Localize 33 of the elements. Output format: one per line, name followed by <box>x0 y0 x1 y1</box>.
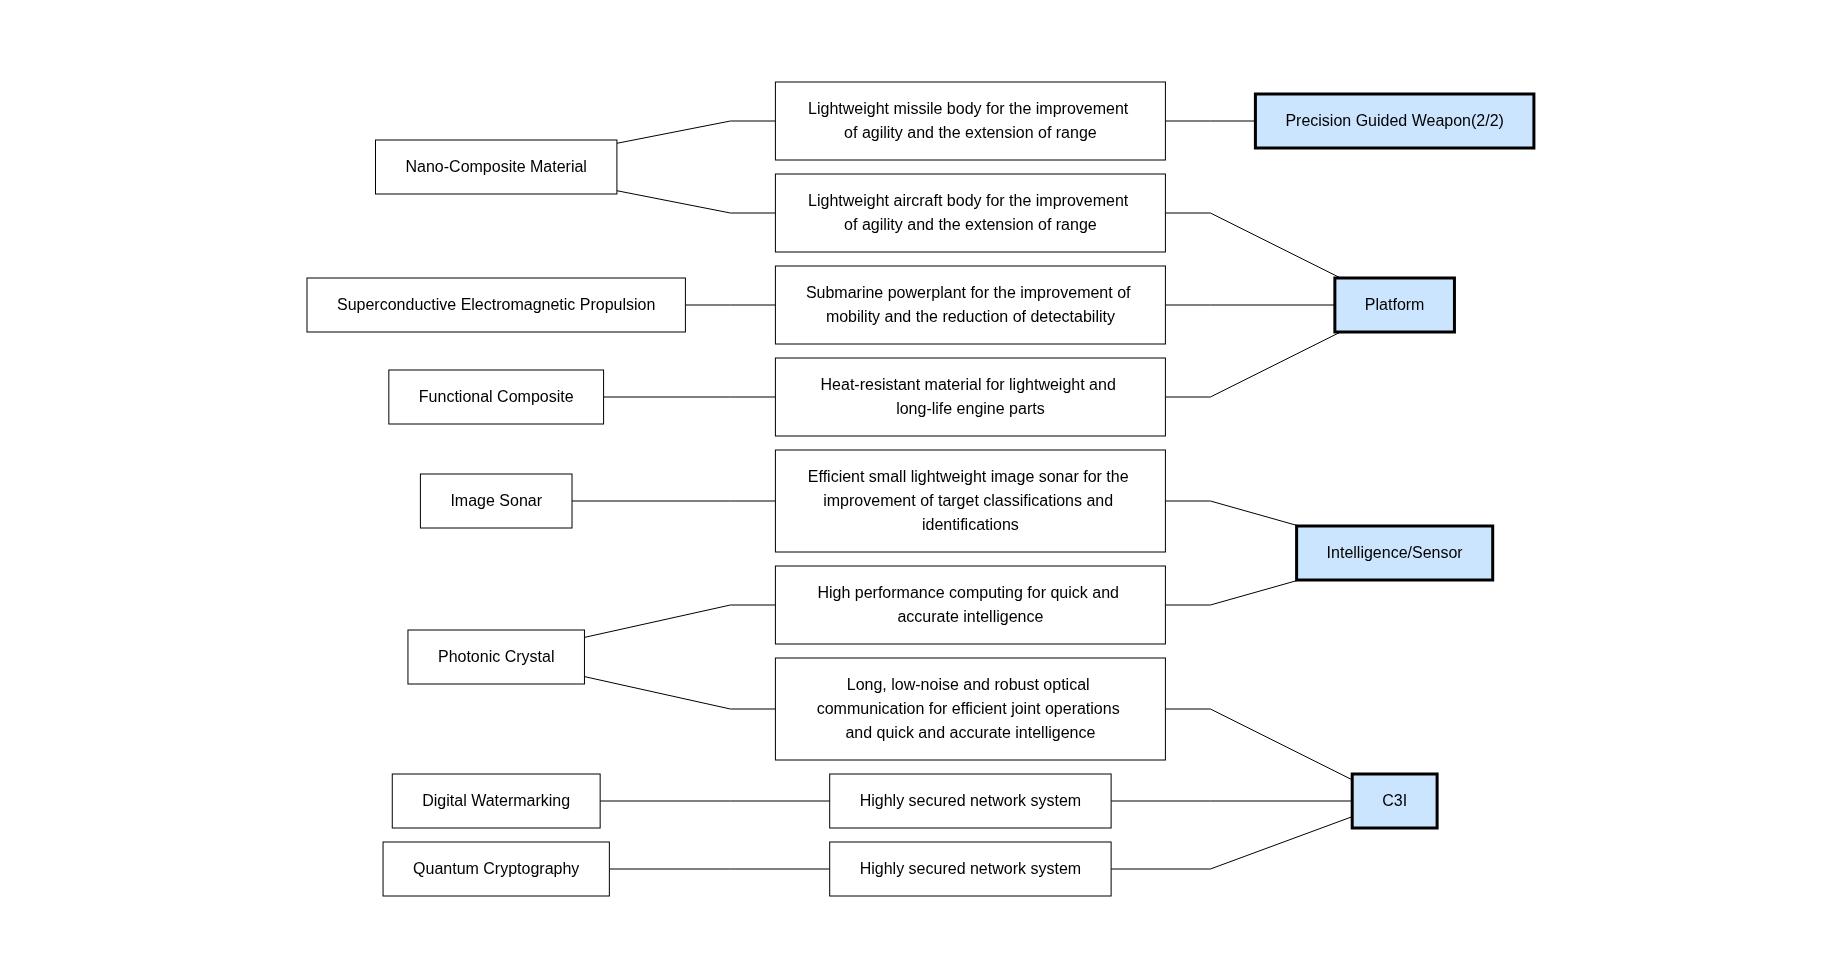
node-box: C3I <box>1350 772 1439 830</box>
node-box: Heat-resistant material for lightweight and long-life engine parts <box>774 357 1166 437</box>
connector <box>599 800 831 802</box>
node-box: Highly secured network system <box>829 773 1112 829</box>
node-box: Lightweight aircraft body for the improvement of agility and the extension of range <box>774 173 1166 253</box>
connector <box>1110 800 1353 802</box>
node-box: Efficient small lightweight image sonar for the improvement of target classifications and identifications <box>774 449 1166 553</box>
node-box: Lightweight missile body for the improvement of agility and the extension of range <box>774 81 1166 161</box>
node-box: Functional Composite <box>388 369 605 425</box>
connector <box>616 190 776 214</box>
node-box: Quantum Cryptography <box>382 841 610 897</box>
connector <box>684 304 776 306</box>
connector <box>608 868 831 870</box>
connector <box>584 604 776 638</box>
connector <box>1110 816 1353 870</box>
connector <box>571 500 776 502</box>
node-box: Image Sonar <box>419 473 573 529</box>
node-box: Intelligence/Sensor <box>1295 524 1495 582</box>
node-box: Precision Guided Weapon(2/2) <box>1253 92 1536 150</box>
connector <box>616 120 776 144</box>
node-box: Photonic Crystal <box>407 629 585 685</box>
node-box: Long, low-noise and robust optical communication for efficient joint operations and quick and accurate intelligence <box>774 657 1166 761</box>
node-box: Superconductive Electromagnetic Propulsion <box>306 277 686 333</box>
connector <box>1164 708 1353 781</box>
node-box: Nano-Composite Material <box>375 139 618 195</box>
node-box: Platform <box>1333 276 1456 334</box>
node-box: High performance computing for quick and accurate intelligence <box>774 565 1166 645</box>
node-box: Digital Watermarking <box>391 773 601 829</box>
connector <box>1164 120 1256 122</box>
connector <box>584 676 776 710</box>
node-box: Submarine powerplant for the improvement of mobility and the reduction of detectability <box>774 265 1166 345</box>
node-box: Highly secured network system <box>829 841 1112 897</box>
connector <box>603 396 776 398</box>
